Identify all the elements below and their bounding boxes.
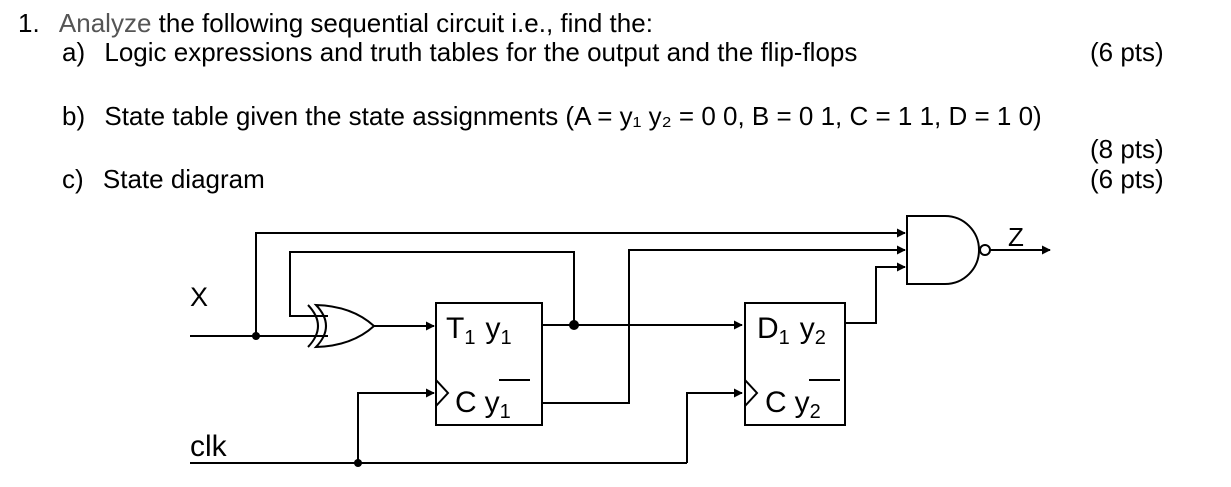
part-c: c) State diagram <box>62 164 265 194</box>
wire-clk-ff1 <box>357 388 435 463</box>
part-a-text: Logic expressions and truth tables for t… <box>104 37 858 67</box>
part-a-label: a) <box>62 37 86 67</box>
ff1-clock-triangle <box>435 379 450 407</box>
wire-y1bar-to-nand <box>542 245 906 404</box>
flipflop-1 <box>435 302 543 426</box>
junction-clk <box>354 459 362 467</box>
output-z-label: Z <box>1008 222 1024 252</box>
part-a-points: (6 pts) <box>1090 37 1164 67</box>
question-intro-word: Analyze <box>58 8 152 38</box>
part-b-text: State table given the state assignments … <box>104 101 1042 131</box>
junction-x <box>252 332 260 340</box>
part-a: a) Logic expressions and truth tables fo… <box>62 37 857 67</box>
wire-clk-ff2 <box>686 388 743 463</box>
part-c-label: c) <box>62 164 84 194</box>
nand-bubble <box>979 244 991 256</box>
wire-y1-feedback <box>289 251 575 325</box>
part-b-label: b) <box>62 101 86 131</box>
part-c-text: State diagram <box>102 164 265 194</box>
or-gate <box>313 303 376 349</box>
wire-y2-to-nand <box>845 262 906 324</box>
question-number: 1. <box>18 8 40 38</box>
question-intro-text: the following sequential circuit i.e., f… <box>151 8 653 38</box>
nand-gate <box>906 215 980 285</box>
part-c-points: (6 pts) <box>1090 164 1164 194</box>
clock-label: clk <box>190 430 228 463</box>
part-b-points: (8 pts) <box>1090 134 1164 164</box>
wire-x-to-nand <box>255 228 906 336</box>
flipflop-2 <box>744 302 846 426</box>
part-b: b) State table given the state assignmen… <box>62 101 1042 131</box>
input-x-label: X <box>190 282 208 312</box>
ff2-clock-triangle <box>744 379 759 407</box>
question-heading: 1. Analyze the following sequential circ… <box>18 8 653 38</box>
xor-extra-arc <box>307 304 319 348</box>
junction-y1 <box>569 320 579 330</box>
